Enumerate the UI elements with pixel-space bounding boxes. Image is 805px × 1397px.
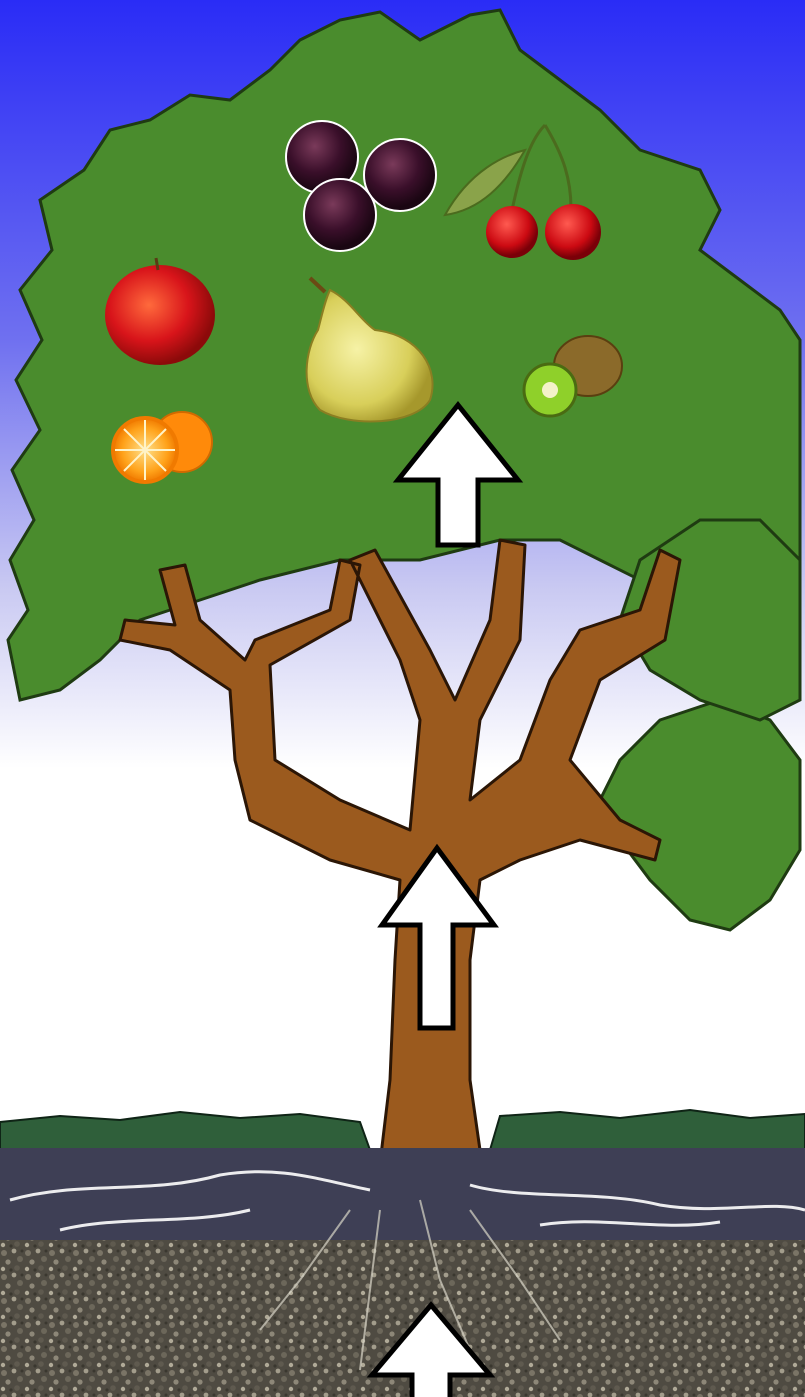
topsoil [0,1148,805,1243]
